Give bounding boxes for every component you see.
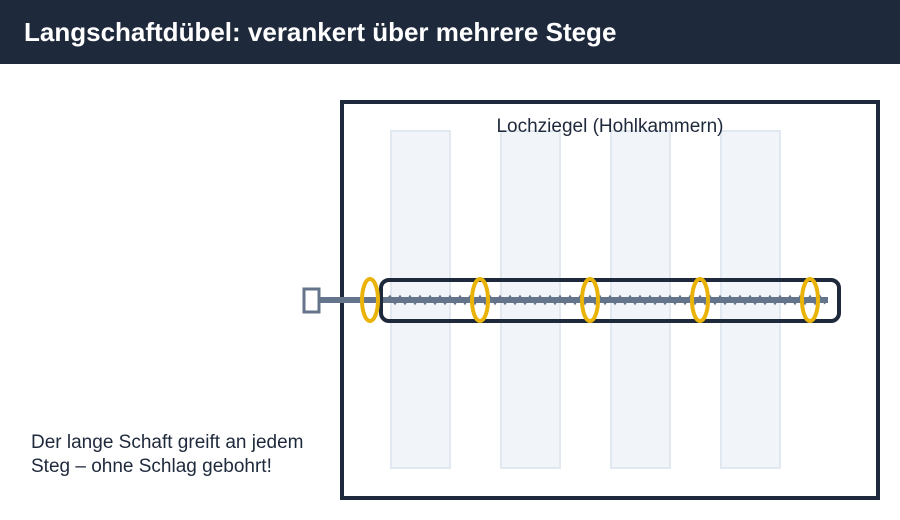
screw-head	[302, 287, 321, 314]
page-title: Langschaftdübel: verankert über mehrere …	[24, 17, 617, 47]
screw-thread	[385, 294, 826, 306]
grip-ring-1	[360, 277, 380, 323]
header-bar: Langschaftdübel: verankert über mehrere …	[0, 0, 900, 64]
plug-sleeve	[379, 278, 841, 323]
caption-note: Der lange Schaft greift an jedem Steg – …	[31, 431, 304, 479]
grip-ring-2	[470, 277, 490, 323]
caption-line-2: Steg – ohne Schlag gebohrt!	[31, 456, 272, 477]
grip-ring-4	[690, 277, 710, 323]
brick-label: Lochziegel (Hohlkammern)	[496, 116, 723, 137]
grip-ring-3	[580, 277, 600, 323]
grip-ring-5	[800, 277, 820, 323]
caption-line-1: Der lange Schaft greift an jedem	[31, 432, 304, 453]
